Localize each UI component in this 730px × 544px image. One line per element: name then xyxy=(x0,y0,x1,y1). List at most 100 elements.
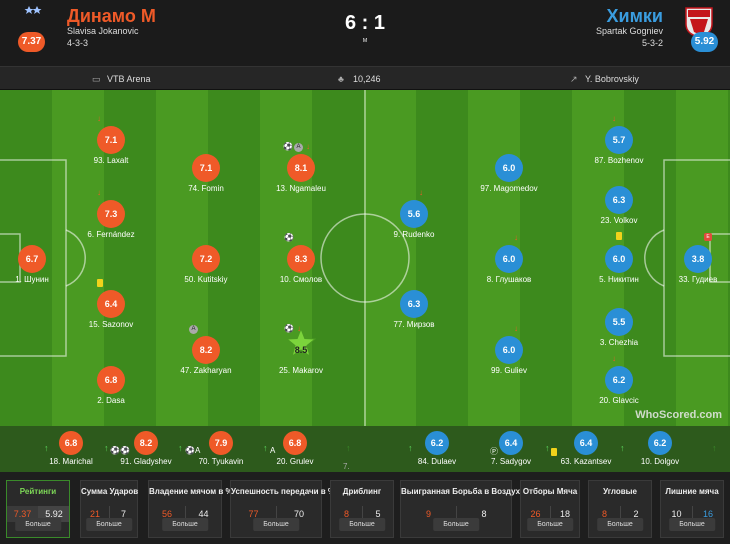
goal-assist-icon: ⚽A xyxy=(185,446,201,455)
stat-away-value: 8 xyxy=(456,506,511,522)
stat-title: Выигранная Борьба в Воздухе xyxy=(401,487,525,496)
more-button[interactable]: Больше xyxy=(597,518,643,531)
more-button[interactable]: Больше xyxy=(162,518,208,531)
stat-aerials-won[interactable]: Выигранная Борьба в Воздухе 9 8 Больше xyxy=(400,480,525,538)
player-rating: 5.7 xyxy=(605,126,633,154)
match-status: м xyxy=(362,37,368,44)
referee-info: ↗Y. Bobrovskiy xyxy=(570,74,639,85)
player-name: 33. Гудиев xyxy=(678,275,718,284)
player-rating: 6.3 xyxy=(605,186,633,214)
player-rating: 6.8 xyxy=(283,431,307,455)
stadium-icon: ▭ xyxy=(92,74,101,84)
player-rating: 6.0 xyxy=(495,154,523,182)
player-name: 8. Глушаков xyxy=(486,275,532,284)
player-rating: 6.4 xyxy=(97,290,125,318)
sub-on-arrow-icon: ↑ xyxy=(712,443,717,453)
more-button[interactable]: Больше xyxy=(527,518,573,531)
sub-on-arrow-icon: ↑ xyxy=(44,443,49,453)
player-rating: 7.9 xyxy=(209,431,233,455)
stat-home-value: 8 xyxy=(601,509,607,519)
player-away[interactable]: 3.8 33. Гудиев xyxy=(658,245,730,284)
two-goals-icon: ⚽⚽ xyxy=(110,446,130,455)
stat-title: Отборы Мяча xyxy=(522,487,578,496)
away-team-name[interactable]: Химки xyxy=(606,6,663,26)
player-name: 97. Magomedov xyxy=(480,184,538,193)
player-rating: 6.0 xyxy=(605,245,633,273)
player-rating: 3.8 xyxy=(684,245,712,273)
player-name: 6. Fernández xyxy=(87,230,135,239)
sub-off-arrow-icon: ↓ xyxy=(306,142,310,151)
partial-player-label: 7. xyxy=(343,462,350,471)
sub-off-arrow-icon: ↓ xyxy=(297,324,301,333)
player-rating: 5.5 xyxy=(605,308,633,336)
penalty-icon: Ⓟ xyxy=(490,447,498,456)
stat-away-value: 18 xyxy=(550,506,579,522)
goal-ball-icon: ⚽ xyxy=(284,324,294,333)
player-name: 10. Dolgov xyxy=(640,457,680,466)
player-name: 84. Dulaev xyxy=(417,457,457,466)
stat-title: Дриблинг xyxy=(342,487,382,496)
assist-icon: A xyxy=(189,325,198,334)
stat-title: Успешность передачи в % xyxy=(231,487,335,496)
player-name: 3. Chezhia xyxy=(599,338,639,347)
stat-title: Лишние мяча xyxy=(665,487,719,496)
stat-home-value: 56 xyxy=(161,509,172,519)
player-rating: 6.4 xyxy=(574,431,598,455)
yellow-card-icon xyxy=(97,279,103,287)
player-away[interactable]: 6.0 97. Magomedov xyxy=(469,154,549,193)
home-team-name[interactable]: Динамо М xyxy=(67,6,156,26)
error-icon: E xyxy=(704,233,712,241)
player-name: 87. Bozhenov xyxy=(594,156,644,165)
player-away[interactable]: 5.7 87. Bozhenov xyxy=(579,126,659,165)
more-button[interactable]: Больше xyxy=(253,518,299,531)
more-button[interactable]: Больше xyxy=(15,518,61,531)
more-button[interactable]: Больше xyxy=(339,518,385,531)
sub-on-arrow-icon: ↑ xyxy=(545,443,550,453)
away-manager: Spartak Gogniev xyxy=(595,26,663,36)
more-button[interactable]: Больше xyxy=(86,518,132,531)
player-rating: 6.7 xyxy=(18,245,46,273)
player-away[interactable]: 5.5 3. Chezhia xyxy=(579,308,659,347)
sub-on-arrow-icon: ↑ xyxy=(104,443,109,453)
stat-away-value: 7 xyxy=(109,506,137,522)
more-button[interactable]: Больше xyxy=(669,518,715,531)
goal-ball-icon: ⚽ xyxy=(283,142,293,151)
stat-home-value: 9 xyxy=(425,509,431,519)
more-button[interactable]: Больше xyxy=(433,518,479,531)
